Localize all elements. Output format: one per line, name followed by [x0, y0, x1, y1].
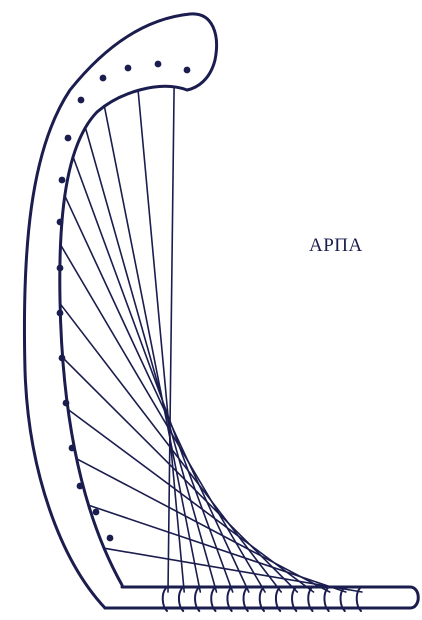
harp-bead: [59, 355, 66, 362]
harp-string: [89, 505, 346, 592]
harp-label: ΑΡΠΑ: [309, 236, 363, 255]
harp-bead: [57, 310, 64, 317]
harp-bead: [77, 483, 84, 490]
harp-bead: [93, 509, 100, 516]
harp-bead: [125, 65, 132, 72]
harp-bead: [107, 535, 114, 542]
harp-bead: [65, 135, 72, 142]
harp-bead: [155, 61, 162, 68]
harp-beads: [57, 61, 191, 542]
harp-bead: [184, 67, 191, 74]
harp-bead: [57, 219, 64, 226]
harp-bead: [100, 75, 107, 82]
harp-bead: [78, 97, 85, 104]
harp-column-outer: [24, 14, 216, 608]
harp-string: [61, 245, 266, 592]
harp-strings: [60, 87, 362, 592]
harp-column-inner: [60, 86, 187, 585]
harp-string: [104, 106, 200, 592]
harp-bead: [69, 445, 76, 452]
harp-string: [168, 87, 174, 592]
harp-string: [65, 196, 249, 592]
harp-bead: [63, 400, 70, 407]
harp-bead: [57, 265, 64, 272]
harp-bead: [59, 177, 66, 184]
